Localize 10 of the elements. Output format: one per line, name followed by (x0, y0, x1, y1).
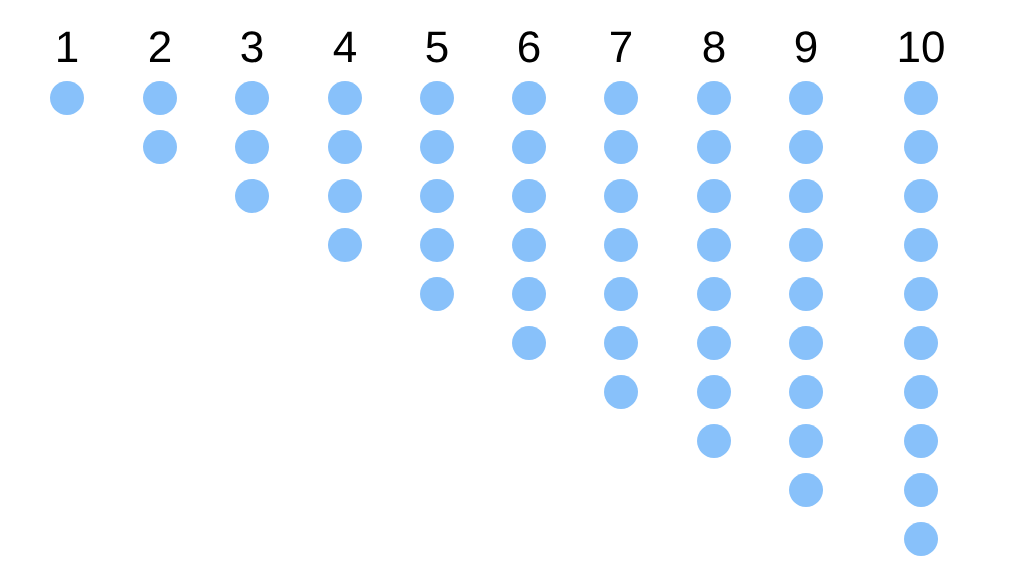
column-number: 6 (519, 31, 540, 63)
column-number: 1 (58, 31, 78, 62)
column-number: 3 (241, 31, 263, 63)
column-number: 7 (611, 31, 632, 62)
column-number: 4 (333, 31, 356, 62)
column-number: 5 (426, 31, 448, 63)
column-number: 9 (795, 31, 817, 63)
column-number: 8 (703, 31, 725, 63)
column-number: 10 (899, 31, 944, 63)
column-number: 2 (150, 31, 170, 62)
